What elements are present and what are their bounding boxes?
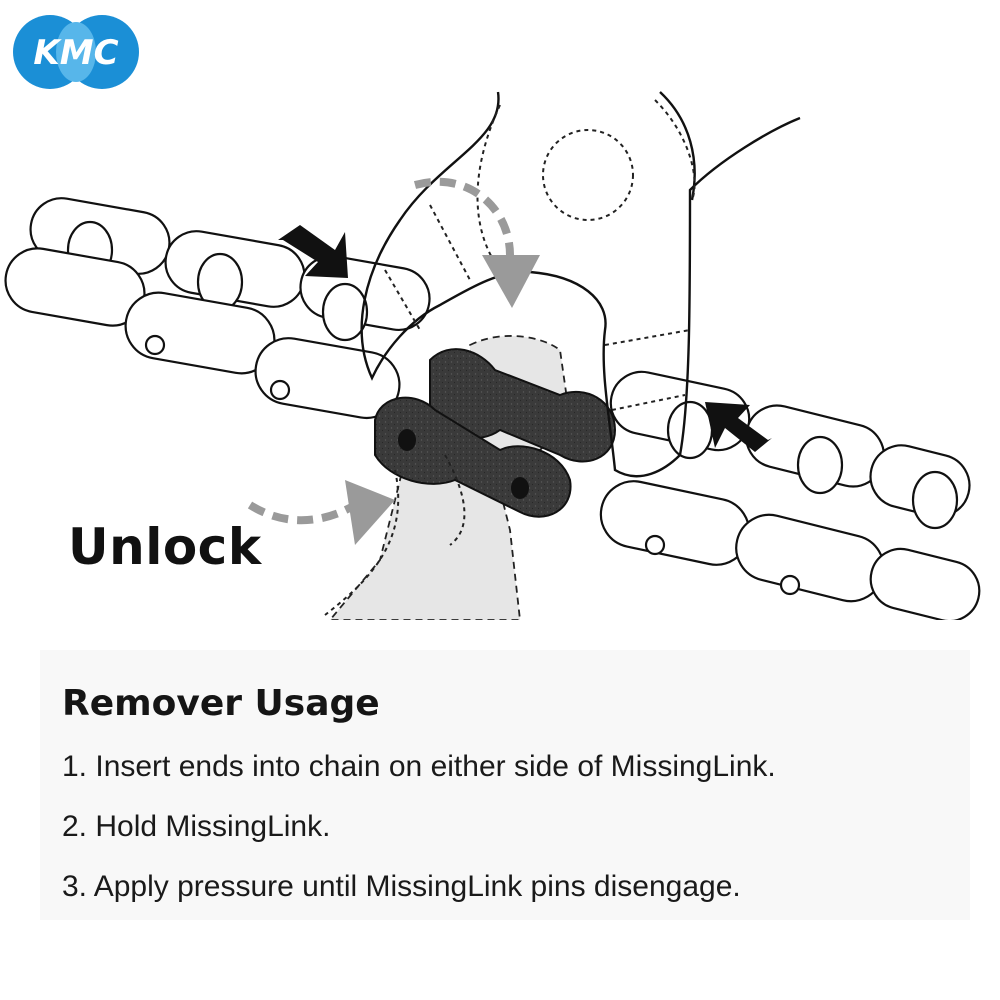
unlock-illustration bbox=[4, 91, 981, 620]
push-arrow-icon bbox=[278, 225, 772, 452]
kmc-logo: KMC bbox=[13, 15, 139, 89]
unlock-label: Unlock bbox=[68, 518, 262, 576]
section-title: Remover Usage bbox=[62, 683, 380, 724]
instruction-step: 1. Insert ends into chain on either side… bbox=[62, 750, 776, 783]
instructions-panel bbox=[40, 650, 970, 920]
instruction-step: 3. Apply pressure until MissingLink pins… bbox=[62, 870, 741, 903]
motion-arrow-icon bbox=[247, 177, 540, 545]
svg-text:KMC: KMC bbox=[33, 33, 118, 73]
instruction-step: 2. Hold MissingLink. bbox=[62, 810, 331, 843]
